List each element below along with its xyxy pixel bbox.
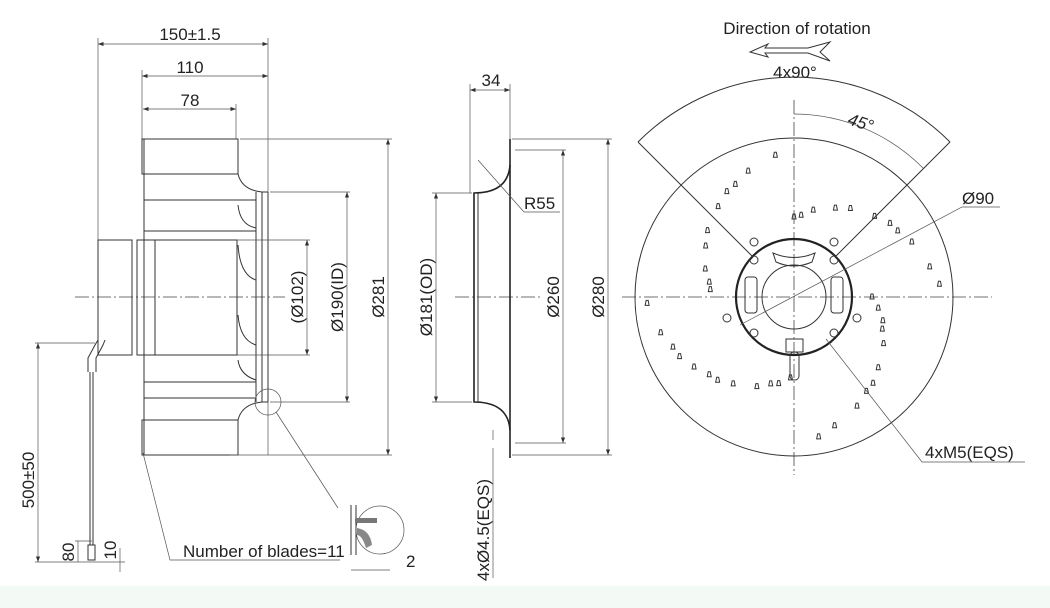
- vent-hole: [691, 363, 697, 370]
- vent-hole: [745, 167, 751, 174]
- detail-view: [350, 505, 405, 555]
- footer-band: [0, 586, 1050, 608]
- vent-hole: [730, 380, 736, 387]
- vent-hole: [936, 280, 943, 287]
- vent-hole: [909, 238, 915, 245]
- dim-10-label: 10: [101, 541, 120, 560]
- vent-hole: [707, 286, 713, 293]
- vent-holes: [644, 151, 943, 440]
- vent-hole: [875, 304, 881, 311]
- vent-hole: [676, 353, 683, 360]
- inlet-ring-view: 34 R55 Ø181(OD) Ø260 Ø280 4xØ4.5(EQS): [417, 71, 612, 581]
- vent-hole: [831, 422, 838, 429]
- vent-hole: [706, 278, 712, 285]
- vent-hole: [658, 329, 664, 336]
- vent-hole: [724, 188, 730, 195]
- dim-78-label: 78: [181, 91, 200, 110]
- dim-150-label: 150±1.5: [159, 25, 220, 44]
- vent-hole: [927, 263, 933, 270]
- detail-marker: [254, 388, 282, 416]
- dim-281-label: Ø281: [369, 276, 388, 318]
- vent-hole: [703, 242, 709, 249]
- vent-hole: [732, 180, 738, 187]
- vent-hole: [715, 203, 721, 210]
- front-view: Direction of rotation 4x90° 45° Ø90 4xM5…: [622, 19, 1025, 475]
- holes-label: 4xØ4.5(EQS): [474, 479, 493, 581]
- vent-hole: [869, 293, 875, 300]
- dim-280-label: Ø280: [589, 276, 608, 318]
- dim-80-label: 80: [59, 543, 78, 562]
- vent-hole: [706, 371, 712, 378]
- vent-hole: [875, 364, 881, 371]
- impeller-disc: [634, 137, 954, 457]
- screw-icons: [722, 237, 862, 338]
- motor-hub: [734, 237, 854, 357]
- impeller-side: [141, 138, 269, 456]
- sector-angle-label: 4x90°: [773, 63, 817, 82]
- motor-side: [87, 239, 238, 372]
- vent-hole: [880, 317, 886, 324]
- detail-dim-label: 2: [406, 552, 415, 571]
- vent-hole: [895, 227, 901, 234]
- vent-hole: [787, 374, 794, 381]
- blades-note: Number of blades=11: [183, 542, 345, 561]
- dim-102-label: (Ø102): [288, 271, 307, 324]
- vent-hole: [644, 299, 650, 306]
- vent-hole: [870, 379, 876, 386]
- vent-hole: [879, 325, 885, 332]
- side-view: 150±1.5 110 78: [19, 25, 415, 572]
- vent-hole: [880, 340, 887, 347]
- vent-hole: [754, 383, 760, 390]
- screws-label: 4xM5(EQS): [925, 443, 1014, 462]
- hub-diameter-label: Ø90: [962, 189, 994, 208]
- dim-190-label: Ø190(ID): [328, 262, 347, 332]
- vent-hole: [768, 380, 774, 387]
- vent-hole: [847, 204, 854, 211]
- vent-hole: [887, 219, 893, 226]
- vent-hole: [832, 204, 839, 211]
- cable-gland: [785, 338, 804, 353]
- rotation-label: Direction of rotation: [723, 19, 870, 38]
- sector-arc: [637, 76, 951, 143]
- rotation-arrow-icon: [748, 41, 832, 62]
- r55-label: R55: [524, 194, 555, 213]
- vent-hole: [854, 402, 860, 409]
- vent-hole: [704, 227, 711, 234]
- dim-181-label: Ø181(OD): [417, 258, 436, 336]
- vent-hole: [816, 433, 822, 440]
- vent-hole: [791, 213, 797, 220]
- vent-hole: [810, 206, 816, 213]
- dim-260-label: Ø260: [544, 276, 563, 318]
- vent-hole: [670, 343, 676, 350]
- cable: [87, 372, 96, 561]
- dim-500-label: 500±50: [19, 452, 38, 509]
- vent-hole: [772, 151, 778, 158]
- vent-hole: [872, 212, 878, 219]
- vent-hole: [798, 211, 804, 218]
- dim-110-label: 110: [176, 58, 203, 77]
- dim-34-label: 34: [482, 71, 501, 90]
- vent-hole: [702, 265, 708, 272]
- vent-hole: [863, 387, 870, 394]
- vent-hole: [776, 380, 782, 387]
- vent-hole: [715, 376, 721, 383]
